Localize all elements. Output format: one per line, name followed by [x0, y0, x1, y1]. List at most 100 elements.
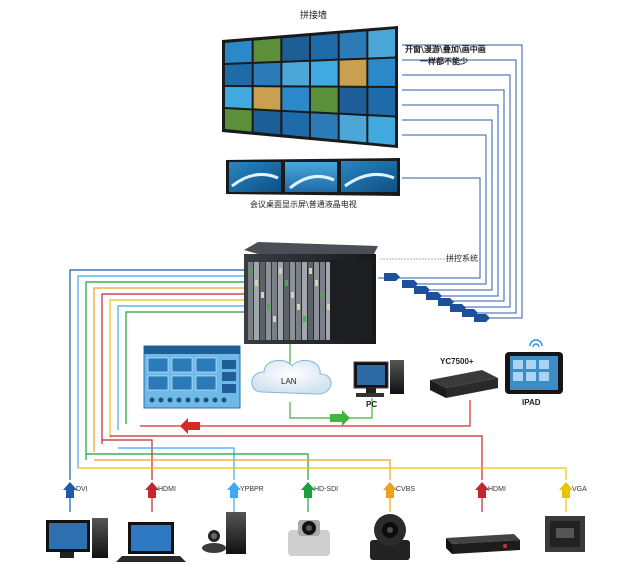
- pc-icon: [353, 360, 404, 397]
- rack-card: [320, 262, 325, 340]
- input-arrow: [227, 482, 241, 498]
- desk-display-label: 会议桌面显示屏\普通液晶电视: [250, 200, 357, 209]
- wall-tile: [282, 61, 309, 86]
- rack-card: [254, 262, 259, 340]
- device-set-top-box: [446, 534, 520, 554]
- ipad-tile: [539, 360, 549, 369]
- wall-tile: [225, 109, 252, 132]
- ipad-tile: [513, 360, 523, 369]
- rack-card: [296, 262, 301, 340]
- ipad-tile: [526, 372, 536, 381]
- lan-label: LAN: [281, 377, 297, 386]
- rack-card-module: [303, 316, 306, 322]
- wall-tile: [225, 63, 252, 86]
- rack-card-module: [285, 280, 288, 286]
- rack-card: [272, 262, 277, 340]
- device-hd-camera: [288, 520, 330, 556]
- wall-tile: [311, 113, 338, 140]
- software-button-dot: [185, 397, 191, 403]
- input-label-dvi: DVI: [76, 486, 88, 493]
- rack-card-module: [249, 268, 252, 274]
- software-side-button: [222, 384, 236, 393]
- wall-tile: [253, 110, 281, 135]
- wall-tile: [311, 60, 338, 86]
- rack-card-module: [255, 280, 258, 286]
- wall-tile: [339, 87, 367, 115]
- ipad-tile: [513, 372, 523, 381]
- control-system-label: 拼控系统: [446, 254, 478, 263]
- output-lines: [378, 44, 523, 319]
- wall-tile: [282, 87, 309, 112]
- software-side-button: [222, 360, 236, 369]
- input-label-hdmi-1: HDMI: [158, 486, 176, 493]
- input-label-ypbpr: YPBPR: [240, 486, 264, 493]
- input-label-hdmi-2: HDMI: [488, 486, 506, 493]
- software-button-dot: [149, 397, 155, 403]
- ipad-tile: [539, 372, 549, 381]
- rack-card: [302, 262, 307, 340]
- software-button-dot: [203, 397, 209, 403]
- wall-tile: [253, 38, 281, 62]
- software-window-tile: [195, 375, 217, 391]
- software-window-tile: [147, 375, 169, 391]
- wall-tile: [253, 62, 281, 86]
- rack-card-module: [279, 268, 282, 274]
- wall-tile: [282, 36, 309, 61]
- ipad-icon: [505, 339, 563, 394]
- wall-tile: [311, 87, 338, 113]
- rack-card: [326, 262, 331, 340]
- return-arrow: [180, 418, 200, 434]
- rack-card: [248, 262, 253, 340]
- control-software-screen: [143, 345, 241, 409]
- rack-card-module: [297, 304, 300, 310]
- desk-display: [226, 158, 400, 196]
- rack-card: [290, 262, 295, 340]
- video-wall: [222, 26, 398, 148]
- input-arrow: [475, 482, 489, 498]
- lan-cloud: [251, 359, 332, 395]
- video-wall-label: 拼接墙: [300, 11, 328, 21]
- rack-card: [260, 262, 265, 340]
- software-window-tile: [171, 375, 193, 391]
- device-ptz-camera: [370, 514, 410, 560]
- input-arrow: [145, 482, 159, 498]
- output-arrows: [384, 273, 490, 322]
- control-rack: [244, 242, 378, 344]
- rack-card: [284, 262, 289, 340]
- ipad-label: IPAD: [522, 398, 541, 407]
- wall-tile: [339, 59, 367, 86]
- lan-arrow: [330, 410, 350, 426]
- input-label-hd-sdi: HD-SDI: [314, 486, 339, 493]
- rack-card-module: [321, 292, 324, 298]
- rack-card: [266, 262, 271, 340]
- software-button-dot: [167, 397, 173, 403]
- software-button-dot: [176, 397, 182, 403]
- wall-tile: [225, 87, 252, 109]
- input-lines: [69, 269, 567, 480]
- wall-tile: [311, 33, 338, 60]
- software-side-button: [222, 372, 236, 381]
- rack-card: [278, 262, 283, 340]
- device-conference-codec: [202, 512, 246, 554]
- device-table-box: [545, 516, 585, 552]
- wall-tile: [225, 40, 252, 63]
- input-label-cvbs: CVBS: [396, 486, 416, 493]
- wall-tile: [339, 114, 367, 143]
- rack-card-module: [267, 304, 270, 310]
- software-button-dot: [158, 397, 164, 403]
- software-button-dot: [221, 397, 227, 403]
- wall-tile: [368, 116, 395, 145]
- rack-card: [314, 262, 319, 340]
- ipad-tile: [526, 360, 536, 369]
- yc7500-device: [430, 370, 498, 398]
- input-arrow: [559, 482, 573, 498]
- wall-tile: [339, 31, 367, 59]
- pc-label: PC: [366, 400, 378, 409]
- device-laptop: [116, 522, 186, 562]
- rack-card-module: [327, 304, 330, 310]
- yc7500-label: YC7500+: [440, 357, 474, 366]
- wall-tile: [253, 87, 281, 110]
- input-label-vga: VGA: [572, 486, 587, 493]
- input-arrow: [301, 482, 315, 498]
